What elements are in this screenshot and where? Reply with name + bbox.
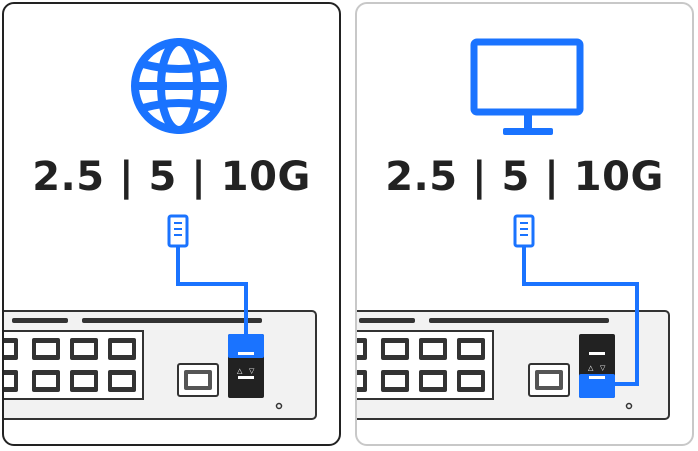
sfp-cage: △ ▽ [579, 334, 615, 398]
svg-text:△: △ [237, 367, 243, 375]
monitor-icon [470, 38, 584, 135]
svg-text:▽: ▽ [249, 367, 255, 375]
management-port [177, 363, 219, 397]
reset-hole [275, 402, 283, 410]
internet-uplink-card[interactable]: △ ▽ 2.5 | 5 | 10G [2, 2, 341, 446]
computer-lan-diagram: △ ▽ [357, 38, 670, 420]
computer-lan-card[interactable]: △ ▽ 2.5 | 5 | 10G [355, 2, 694, 446]
rj45-port-grid [4, 330, 144, 400]
speed-label: 2.5 | 5 | 10G [32, 154, 311, 200]
rj45-port-grid [357, 330, 494, 400]
speed-label: 2.5 | 5 | 10G [385, 154, 664, 200]
ethernet-cable [513, 214, 639, 386]
sfp-cage: △ ▽ [228, 334, 264, 398]
reset-hole [625, 402, 633, 410]
svg-text:△: △ [588, 364, 594, 372]
sfp-port-bottom-active [579, 374, 615, 398]
internet-uplink-diagram: △ ▽ [4, 38, 317, 420]
globe-icon [131, 38, 227, 134]
ethernet-cable [167, 214, 248, 336]
sfp-port-top-active [228, 334, 264, 358]
svg-text:▽: ▽ [600, 364, 606, 372]
management-port [528, 363, 570, 397]
